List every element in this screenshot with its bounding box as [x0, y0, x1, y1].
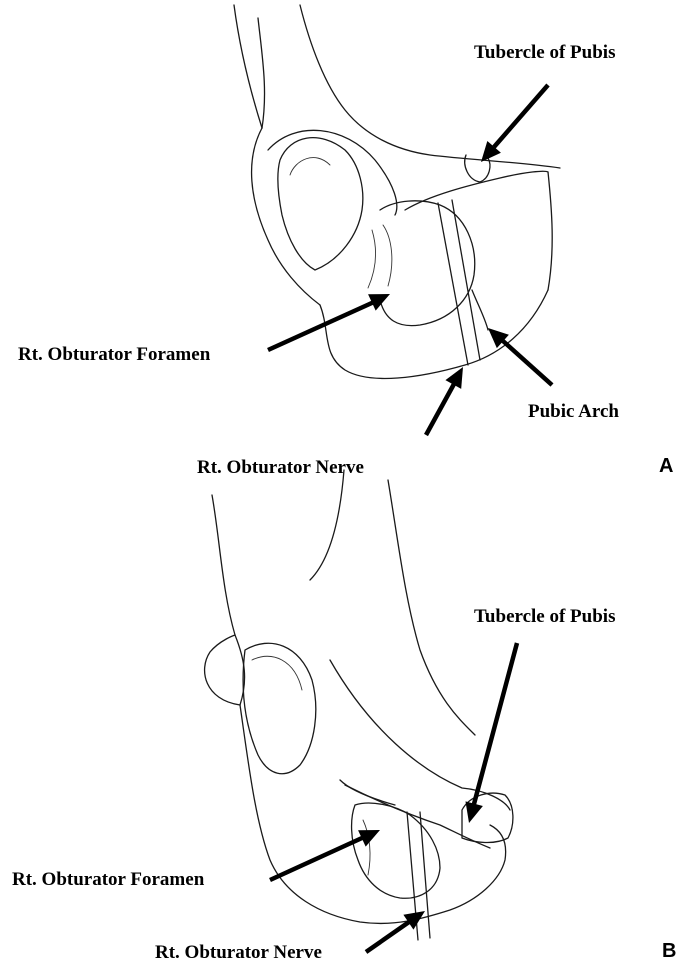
pelvis-drawing-b — [205, 470, 513, 923]
label-tubercle-b: Tubercle of Pubis — [474, 606, 615, 627]
label-nerve-b: Rt. Obturator Nerve — [155, 942, 322, 962]
arrow-tubercle-a — [474, 85, 548, 168]
panel-b: Tubercle of Pubis Rt. Obturator Foramen … — [12, 470, 676, 962]
arrow-tubercle-b — [460, 643, 517, 825]
arrow-foramen-b — [270, 822, 384, 880]
label-tubercle-a: Tubercle of Pubis — [474, 42, 615, 63]
obturator-nerve-drawing-a — [438, 200, 480, 365]
panel-letter-a: A — [659, 455, 673, 477]
label-nerve-a: Rt. Obturator Nerve — [197, 457, 364, 478]
arrow-foramen-a — [268, 286, 394, 350]
label-arch-a: Pubic Arch — [528, 401, 619, 422]
panel-letter-b: B — [662, 940, 676, 962]
panel-a: Tubercle of Pubis Rt. Obturator Foramen … — [18, 5, 673, 478]
label-foramen-b: Rt. Obturator Foramen — [12, 869, 205, 890]
arrow-nerve-b — [366, 904, 430, 952]
label-foramen-a: Rt. Obturator Foramen — [18, 344, 211, 365]
